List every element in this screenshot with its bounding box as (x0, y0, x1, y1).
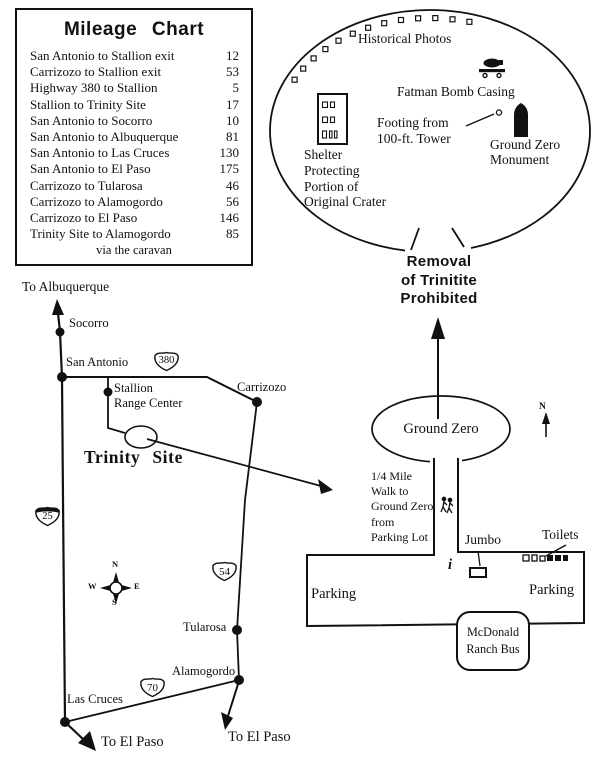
compass-east-label: E (134, 581, 140, 591)
toilets-leader-line (545, 544, 567, 557)
oval-entrance-gap (405, 242, 471, 257)
town-dot-tularosa (232, 625, 242, 635)
town-dot-carrizozo (252, 397, 262, 407)
ground-zero-oval-gap (430, 454, 462, 465)
route-25-label: 25 (42, 511, 53, 522)
trinity-site-oval (124, 425, 158, 449)
oval-entrance-ticks (410, 227, 465, 251)
trinity-site-label: Trinity Site (84, 447, 183, 467)
monument-obelisk-icon (514, 103, 528, 137)
carrizozo-label: Carrizozo (237, 380, 287, 394)
historical-photos-label: Historical Photos (358, 31, 452, 46)
parking-right-label: Parking (529, 582, 575, 598)
to-albuquerque-label: To Albuquerque (22, 279, 110, 294)
ground-zero-label: Ground Zero (403, 421, 479, 437)
town-dot-las-cruces (60, 717, 70, 727)
route-shield-380 (154, 351, 179, 372)
walkway-corridor (433, 458, 459, 555)
mileage-chart: Mileage Chart San Antonio to Stallion ex… (15, 8, 253, 266)
mileage-chart-footnote: via the caravan (96, 243, 172, 258)
monument-label: Ground Zero Monument (490, 137, 561, 167)
shelter-icon (317, 93, 348, 145)
mileage-chart-title: Mileage Chart (63, 19, 205, 40)
toilets-label: Toilets (542, 527, 579, 542)
route-70-label: 70 (147, 682, 158, 694)
north-arrow-label: N (539, 402, 546, 412)
socorro-label: Socorro (69, 316, 109, 330)
north-arrow-icon (542, 412, 550, 437)
compass-south-label: S (112, 597, 117, 607)
town-dot-alamogordo (234, 675, 244, 685)
route-shield-54 (212, 561, 237, 582)
route-54-label: 54 (219, 566, 230, 578)
detail-link-arrow (431, 317, 445, 419)
las-cruces-label: Las Cruces (67, 692, 123, 706)
historical-photos-markers (291, 15, 473, 83)
shelter-label: Shelter Protecting Portion of Original C… (304, 147, 387, 210)
to-el-paso-arrow-alamogordo (221, 680, 240, 730)
stallion-range-center-label: Stallion Range Center (114, 381, 183, 410)
information-icon: i (448, 557, 453, 573)
compass-north-label: N (112, 559, 119, 569)
tower-footing-label: Footing from 100-ft. Tower (377, 115, 451, 146)
route-shield-70 (140, 677, 165, 698)
san-antonio-label: San Antonio (66, 355, 129, 369)
compass-rose-icon (100, 572, 132, 604)
jumbo-leader-line (477, 550, 481, 567)
tower-footing-marker (465, 109, 503, 127)
town-dot-san-antonio (57, 372, 67, 382)
alamogordo-label: Alamogordo (172, 664, 236, 678)
to-el-paso-southwest-label: To El Paso (101, 734, 164, 750)
fatman-bomb-icon (479, 58, 505, 79)
trinitite-warning: Removal of Trinitite Prohibited (400, 253, 478, 307)
tularosa-label: Tularosa (183, 620, 227, 634)
town-dot-socorro (55, 327, 65, 337)
compass-west-label: W (88, 581, 97, 591)
fatman-bomb-casing-label: Fatman Bomb Casing (397, 84, 515, 99)
hikers-icon (440, 496, 454, 514)
trinity-site-arrow (146, 438, 333, 494)
roads (56, 312, 258, 723)
town-dots (55, 327, 262, 727)
route-shield-25 (35, 506, 60, 527)
to-el-paso-southeast-label: To El Paso (228, 729, 291, 745)
toilets-icons (522, 554, 568, 562)
jumbo-icon (469, 567, 487, 578)
to-el-paso-arrow-las-cruces (64, 721, 96, 751)
parking-lot-outline (306, 458, 585, 628)
parking-left-label: Parking (311, 586, 357, 602)
ranch-bus-box (456, 611, 530, 671)
town-dot-stallion (103, 387, 113, 397)
quarter-mile-walk-note: 1/4 Mile Walk to Ground Zero from Parkin… (371, 469, 434, 544)
route-380-label: 380 (158, 354, 175, 366)
mcdonald-ranch-bus-label: McDonald Ranch Bus (466, 625, 520, 656)
to-albuquerque-arrowhead (52, 299, 64, 315)
jumbo-label: Jumbo (465, 532, 502, 547)
